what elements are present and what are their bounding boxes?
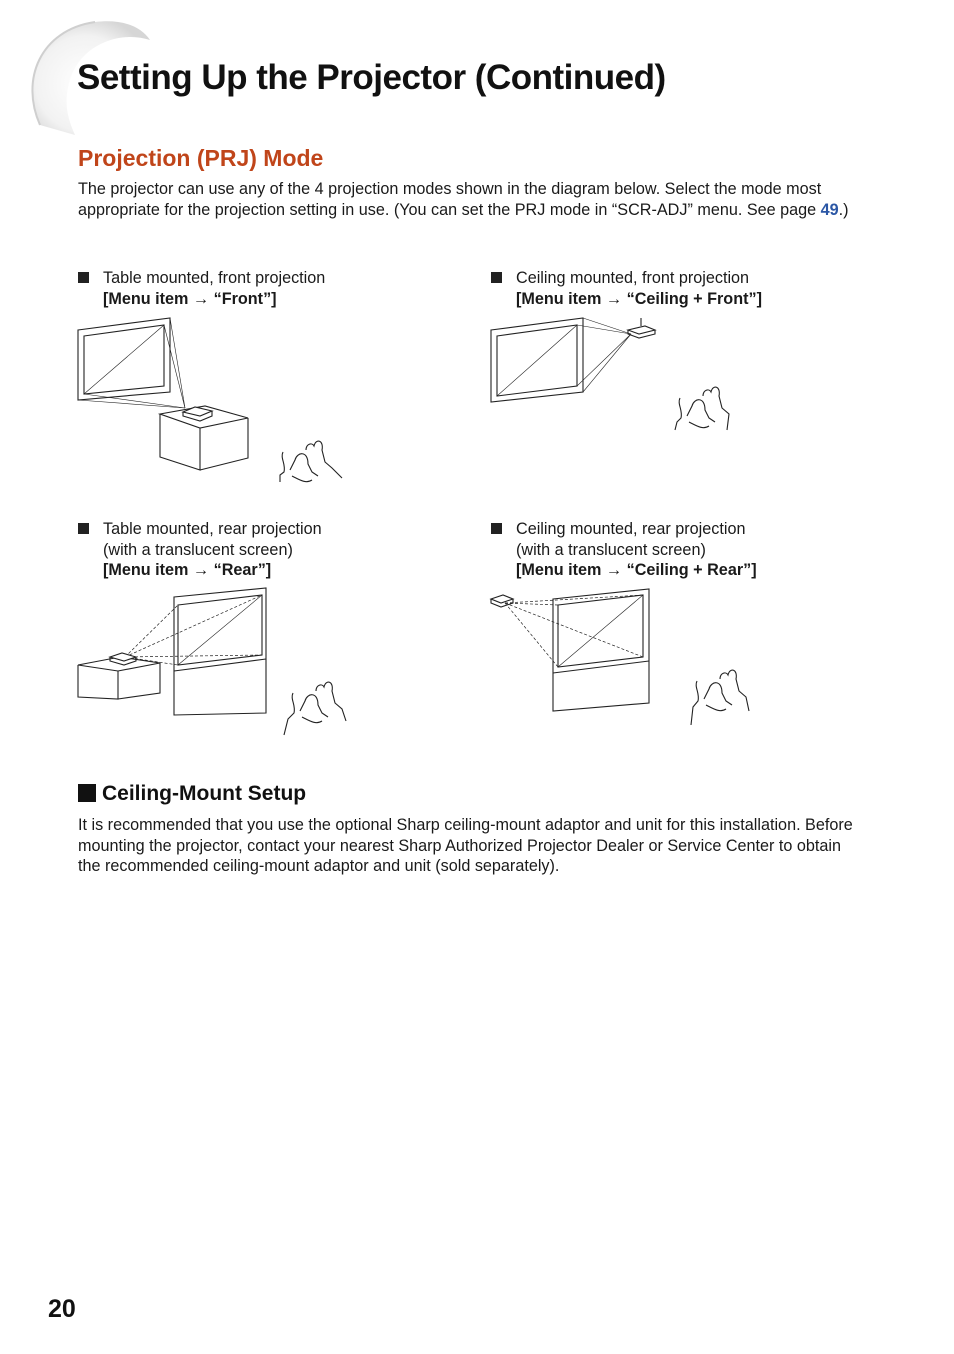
square-bullet-icon — [491, 272, 502, 283]
header-swoosh-decoration — [31, 21, 150, 135]
square-bullet-icon — [78, 272, 89, 283]
page-number: 20 — [48, 1295, 76, 1323]
ceiling-mount-paragraph: It is recommended that you use the optio… — [78, 816, 853, 876]
mode-table-front: Table mounted, front projection [Menu it… — [78, 268, 438, 309]
intro-paragraph: The projector can use any of the 4 proje… — [78, 179, 868, 220]
diagram-table-rear — [77, 587, 347, 736]
page-link-49[interactable]: 49 — [820, 200, 839, 219]
mode-description: Ceiling mounted, front projection — [516, 269, 750, 287]
mode-note: (with a translucent screen) — [516, 540, 706, 559]
mode-ceiling-rear: Ceiling mounted, rear projection (with a… — [491, 519, 851, 581]
mode-description: Table mounted, front projection — [103, 269, 326, 287]
mode-menu-item: [Menu item → “Front”] — [103, 289, 277, 308]
diagram-ceiling-rear — [489, 588, 750, 726]
mode-description: Ceiling mounted, rear projection — [516, 520, 746, 538]
section-title: Projection (PRJ) Mode — [78, 145, 324, 171]
square-bullet-icon — [491, 523, 502, 534]
intro-text-end: .) — [838, 200, 849, 219]
mode-note: (with a translucent screen) — [103, 540, 293, 559]
intro-text: The projector can use any of the 4 proje… — [78, 180, 822, 219]
page-title: Setting Up the Projector (Continued) — [77, 58, 666, 97]
ceiling-mount-heading-text: Ceiling-Mount Setup — [102, 782, 307, 805]
mode-ceiling-front: Ceiling mounted, front projection [Menu … — [491, 268, 851, 309]
mode-description: Table mounted, rear projection — [103, 520, 322, 538]
diagram-ceiling-front — [490, 317, 730, 431]
diagram-table-front — [77, 317, 343, 483]
ceiling-mount-heading: Ceiling-Mount Setup — [78, 782, 306, 806]
mode-menu-item: [Menu item → “Rear”] — [103, 561, 272, 579]
square-bullet-icon — [78, 523, 89, 534]
mode-menu-item: [Menu item → “Ceiling + Rear”] — [516, 561, 757, 579]
mode-table-rear: Table mounted, rear projection (with a t… — [78, 519, 438, 581]
square-bullet-icon — [78, 784, 96, 802]
mode-menu-item: [Menu item → “Ceiling + Front”] — [516, 289, 762, 308]
